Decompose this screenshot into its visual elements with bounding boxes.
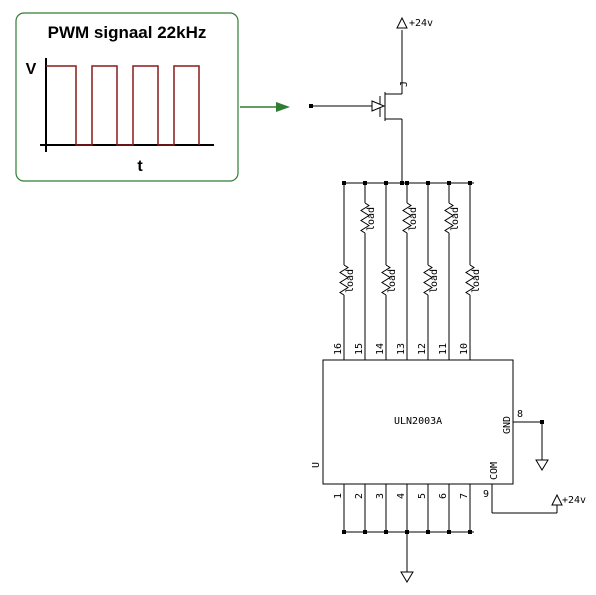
load-resistor xyxy=(465,264,475,296)
load-label: load xyxy=(366,207,377,231)
transistor: J xyxy=(309,30,410,183)
inset-border xyxy=(15,12,239,182)
load-resistor xyxy=(402,202,412,234)
bus-junction xyxy=(384,181,388,185)
load-label: load xyxy=(408,207,419,231)
com-pin-number: 9 xyxy=(483,489,489,500)
ground-bottom xyxy=(400,532,414,583)
ic-gnd-pin: 8 xyxy=(513,409,549,471)
load-label: load xyxy=(387,269,398,293)
bus-junction xyxy=(447,181,451,185)
supply-top-label: +24v xyxy=(409,18,433,29)
gnd-pin-number: 8 xyxy=(517,409,523,420)
pwm-waveform xyxy=(46,65,200,146)
bus-junction xyxy=(342,181,346,185)
gate-terminal xyxy=(309,104,313,108)
supply-com-label: +24v xyxy=(562,495,586,506)
uln2003a-ic: ULN2003A U GND COM xyxy=(311,359,514,485)
output-pin-number: 15 xyxy=(354,343,365,355)
output-pin-number: 14 xyxy=(375,343,386,355)
output-pin-number: 10 xyxy=(459,343,470,355)
load-resistor xyxy=(423,264,433,296)
y-axis-label: V xyxy=(26,61,37,78)
load-resistor xyxy=(360,202,370,234)
inset-title: PWM signaal 22kHz xyxy=(48,23,207,42)
ic-name: ULN2003A xyxy=(394,416,442,427)
input-pin-number: 5 xyxy=(417,493,428,499)
load-resistor xyxy=(444,202,454,234)
output-pin-number: 13 xyxy=(396,343,407,355)
output-pin-number: 16 xyxy=(333,343,344,355)
supply-top: +24v xyxy=(396,16,433,29)
ic-gnd-label: GND xyxy=(502,416,513,434)
output-pin-number: 12 xyxy=(417,343,428,355)
ic-left-label: U xyxy=(311,462,322,468)
ground-symbol-bottom xyxy=(400,571,414,583)
x-axis-label: t xyxy=(137,158,143,175)
bus-junction xyxy=(405,181,409,185)
input-pin-number: 6 xyxy=(438,493,449,499)
ic-com-pin: 9 +24v xyxy=(483,484,586,514)
source-junction xyxy=(400,181,404,185)
transistor-label: J xyxy=(399,81,410,87)
pwm-inset: PWM signaal 22kHz V t xyxy=(15,12,239,182)
input-pin-number: 7 xyxy=(459,493,470,499)
input-pin-number: 4 xyxy=(396,493,407,499)
input-pin-number: 3 xyxy=(375,493,386,499)
input-pin-number: 2 xyxy=(354,493,365,499)
bus-junction xyxy=(468,181,472,185)
ground-symbol-right xyxy=(535,459,549,471)
input-pin-number: 1 xyxy=(333,493,344,499)
load-label: load xyxy=(345,269,356,293)
bus-junction xyxy=(363,181,367,185)
ic-com-label: COM xyxy=(489,462,500,480)
signal-arrow xyxy=(240,102,290,112)
load-label: load xyxy=(450,207,461,231)
output-pin-number: 11 xyxy=(438,343,449,355)
bus-junction xyxy=(426,181,430,185)
load-label: load xyxy=(429,269,440,293)
load-label: load xyxy=(471,269,482,293)
load-resistor xyxy=(339,264,349,296)
load-resistor xyxy=(381,264,391,296)
